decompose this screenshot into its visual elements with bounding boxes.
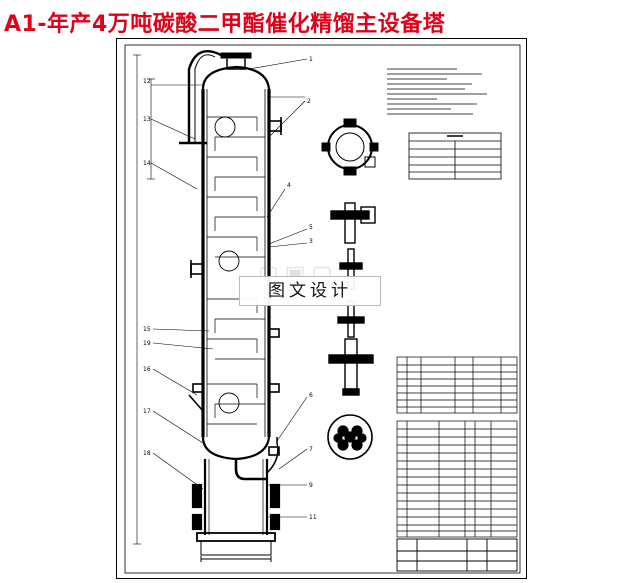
callout-6: 6: [309, 392, 313, 399]
callout-17: 17: [143, 408, 151, 415]
section-view-d: [337, 300, 365, 338]
callout-11: 11: [309, 514, 317, 521]
callout-7: 7: [309, 446, 313, 453]
parts-list-table: [396, 420, 518, 538]
callout-1: 1: [309, 56, 313, 63]
callout-leaders: [150, 58, 308, 518]
callout-12: 12: [143, 78, 151, 85]
callout-3: 3: [309, 238, 313, 245]
section-view-e: [328, 338, 374, 396]
drawing-sheet: 1 2 4 5 3 6 7 9 11 12 13 14 15 19 16 17 …: [116, 38, 527, 579]
foundation: [200, 540, 272, 562]
callout-2: 2: [307, 98, 311, 105]
column-shell: [201, 52, 271, 461]
manholes: [214, 116, 240, 414]
skirt-support: [191, 459, 281, 542]
section-view-a: [321, 118, 379, 176]
watermark-label: 图文设计: [239, 276, 381, 306]
engineering-drawing: 1 2 4 5 3 6 7 9 11 12 13 14 15 19 16 17 …: [124, 44, 521, 574]
callout-18: 18: [143, 450, 151, 457]
height-dimension: [133, 54, 155, 545]
title-block: [396, 538, 518, 572]
design-data-table: [408, 132, 502, 180]
section-view-b: [330, 202, 376, 244]
column-trays: [207, 116, 265, 425]
side-nozzles: [188, 117, 282, 456]
overhead-vapour-pipe: [179, 50, 222, 145]
bottom-outlet-pipe: [234, 437, 279, 481]
callout-19: 19: [143, 340, 151, 347]
callout-14: 14: [143, 160, 151, 167]
callout-15: 15: [143, 326, 151, 333]
callout-16: 16: [143, 366, 151, 373]
callout-9: 9: [309, 482, 313, 489]
callout-4: 4: [287, 182, 291, 189]
callout-13: 13: [143, 116, 151, 123]
callout-labels: 1 2 4 5 3 6 7 9 11 12 13 14 15 19 16 17 …: [143, 56, 317, 521]
section-view-f: [327, 414, 373, 460]
nozzle-table: [396, 356, 518, 414]
drawing-title: A1-年产4万吨碳酸二甲酯催化精馏主设备塔: [4, 12, 446, 37]
technical-notes: [387, 68, 487, 115]
callout-5: 5: [309, 224, 313, 231]
